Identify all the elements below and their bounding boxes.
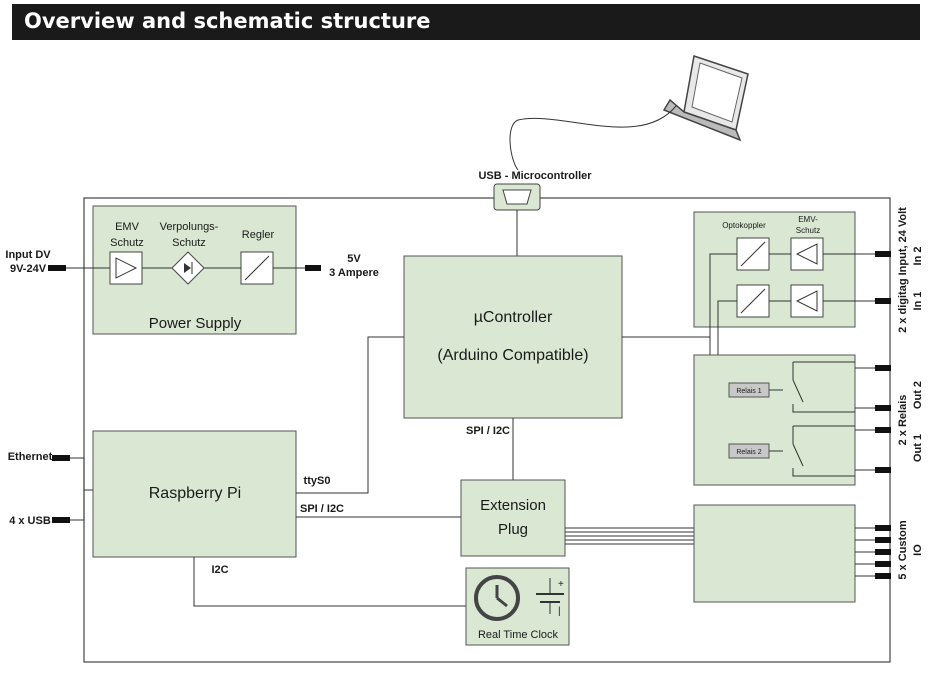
relay-block xyxy=(693,354,856,486)
out2-label: Out 2 xyxy=(912,381,924,409)
plug-label: Plug xyxy=(498,521,528,538)
diode-icon xyxy=(184,263,191,273)
arduino-label: (Arduino Compatible) xyxy=(437,347,588,364)
svg-text:|: | xyxy=(558,606,561,617)
ethernet-label: Ethernet xyxy=(8,451,53,463)
input-dv-label: Input DV xyxy=(5,249,51,261)
output-5v-label: 5V xyxy=(347,253,361,265)
emv-symbol-in1 xyxy=(790,284,824,318)
regler-label: Regler xyxy=(242,229,275,241)
laptop-icon xyxy=(662,55,749,142)
verpolungs-label: Verpolungs- xyxy=(160,221,219,233)
emv-symbol xyxy=(109,251,143,285)
usb-cable xyxy=(509,105,677,171)
in1-label: In 1 xyxy=(912,292,924,311)
in2-label: In 2 xyxy=(912,247,924,266)
emv-label-2: Schutz xyxy=(110,237,144,249)
emv2-label-2: Schutz xyxy=(796,226,820,235)
verpolungs-label-2: Schutz xyxy=(172,237,206,249)
ttys0-label: ttyS0 xyxy=(304,475,331,487)
relais-1-label: Relais 1 xyxy=(736,388,761,395)
emv2-label: EMV- xyxy=(798,215,818,224)
microcontroller-block xyxy=(403,255,623,419)
custom-io-block xyxy=(693,504,856,603)
emv-label: EMV xyxy=(115,221,140,233)
custom-io-bus xyxy=(565,527,694,545)
usb-connector-icon xyxy=(493,183,541,211)
digital-input-side-label: 2 x digitag Input, 24 Volt xyxy=(897,207,909,333)
page-title: Overview and schematic structure xyxy=(24,9,431,33)
relay-1-switch xyxy=(792,361,855,413)
battery-icon: + | xyxy=(536,578,564,617)
relais-side-label: 2 x Relais xyxy=(897,395,909,446)
relay-2-switch xyxy=(792,425,855,477)
extension-plug-block xyxy=(460,479,566,557)
microcontroller-label: µController xyxy=(474,309,553,326)
power-supply-label: Power Supply xyxy=(149,315,242,332)
input-voltage-label: 9V-24V xyxy=(10,263,47,275)
clock-icon xyxy=(474,575,520,621)
raspberry-pi-label: Raspberry Pi xyxy=(149,485,241,502)
amplifier-icon xyxy=(115,257,138,279)
digital-input-block xyxy=(693,211,856,328)
extension-label: Extension xyxy=(480,497,546,514)
rtc-label: Real Time Clock xyxy=(478,629,559,641)
relais-2-label: Relais 2 xyxy=(736,449,761,456)
usb-microcontroller-label: USB - Microcontroller xyxy=(478,170,592,182)
raspberry-pi-block xyxy=(92,430,297,558)
io-label: IO xyxy=(912,544,924,556)
emv-symbol-in2 xyxy=(790,237,824,271)
custom-side-label: 5 x Custom xyxy=(897,520,909,580)
optokoppler-label: Optokoppler xyxy=(722,221,766,230)
custom-io-pins xyxy=(855,525,891,579)
output-ampere-label: 3 Ampere xyxy=(329,267,379,279)
out1-label: Out 1 xyxy=(912,434,924,462)
i2c-label: I2C xyxy=(211,564,228,576)
uc-spi-i2c-label: SPI / I2C xyxy=(466,425,510,437)
svg-text:+: + xyxy=(558,579,564,590)
rpi-spi-i2c-label: SPI / I2C xyxy=(300,503,344,515)
usb-ports-label: 4 x USB xyxy=(9,515,51,527)
title-bar: Overview and schematic structure xyxy=(12,4,920,40)
